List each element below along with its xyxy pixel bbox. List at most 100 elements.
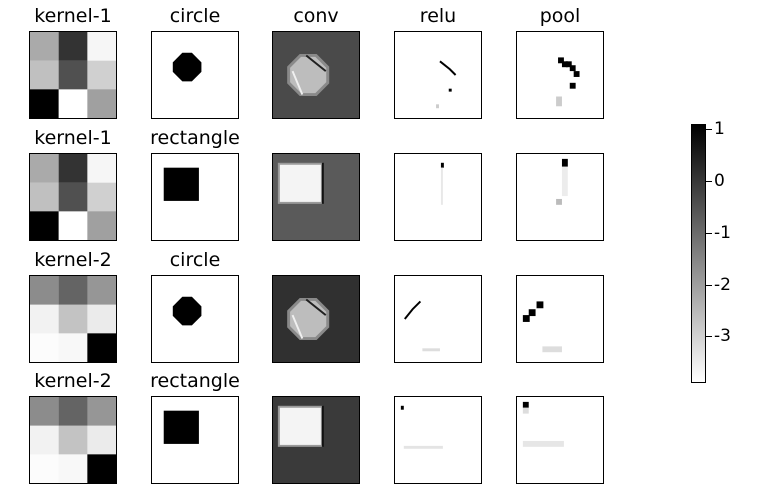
pool-activation bbox=[561, 166, 568, 197]
relu-output-image bbox=[394, 396, 482, 484]
shape-title: rectangle bbox=[150, 370, 240, 392]
edge-highlight bbox=[291, 314, 304, 339]
kernel-pixel bbox=[87, 425, 116, 455]
relu-activation bbox=[422, 348, 440, 352]
kernel-image bbox=[29, 275, 117, 363]
kernel-pixel bbox=[30, 32, 59, 61]
kernel-pixel bbox=[30, 89, 59, 118]
kernel-pixel bbox=[87, 454, 116, 483]
kernel-pixel bbox=[58, 211, 88, 240]
rectangle-shape bbox=[163, 410, 199, 444]
relu-output-image bbox=[394, 153, 482, 241]
column-title-pool: pool bbox=[539, 5, 581, 27]
kernel-pixel bbox=[58, 454, 88, 483]
pool-activation bbox=[522, 401, 529, 408]
kernel-image bbox=[29, 31, 117, 119]
colorbar-tick bbox=[706, 285, 712, 286]
kernel-pixel bbox=[87, 397, 116, 426]
pool-activation bbox=[522, 440, 564, 447]
colorbar bbox=[691, 124, 706, 383]
relu-activation bbox=[400, 405, 404, 410]
kernel-pixel bbox=[30, 454, 59, 483]
shape-title: circle bbox=[169, 5, 221, 27]
colorbar-tick-label: 1 bbox=[714, 119, 725, 139]
conv-output-image bbox=[272, 31, 360, 119]
input-image bbox=[151, 275, 239, 363]
pool-output-image bbox=[516, 275, 604, 363]
pool-activation bbox=[561, 158, 568, 167]
pool-activation bbox=[528, 309, 536, 317]
kernel-pixel bbox=[58, 333, 88, 362]
pool-activation bbox=[536, 301, 544, 309]
kernel-pixel bbox=[30, 333, 59, 362]
relu-activation bbox=[404, 300, 422, 320]
kernel-pixel bbox=[87, 32, 116, 61]
kernel-title: kernel-2 bbox=[34, 370, 112, 392]
colorbar-tick-label: -1 bbox=[714, 223, 731, 243]
colorbar-tick bbox=[706, 233, 712, 234]
kernel-pixel bbox=[87, 89, 116, 118]
pool-activation bbox=[569, 82, 576, 89]
pool-activation bbox=[569, 65, 576, 72]
input-image bbox=[151, 31, 239, 119]
pool-activation bbox=[565, 61, 572, 68]
kernel-pixel bbox=[87, 182, 116, 212]
column-title-conv: conv bbox=[293, 5, 339, 27]
kernel-pixel bbox=[30, 211, 59, 240]
kernel-pixel bbox=[87, 304, 116, 334]
input-image bbox=[151, 396, 239, 484]
kernel-pixel bbox=[87, 333, 116, 362]
column-title-relu: relu bbox=[419, 5, 457, 27]
pool-output-image bbox=[516, 31, 604, 119]
pool-activation bbox=[561, 61, 568, 68]
kernel-pixel bbox=[58, 182, 88, 212]
kernel-title: kernel-1 bbox=[34, 127, 112, 149]
colorbar-tick bbox=[706, 181, 712, 182]
kernel-pixel bbox=[30, 276, 59, 305]
kernel-pixel bbox=[30, 425, 59, 455]
kernel-pixel bbox=[58, 154, 88, 183]
kernel-pixel bbox=[58, 89, 88, 118]
kernel-pixel bbox=[30, 182, 59, 212]
shape-title: circle bbox=[169, 249, 221, 271]
kernel-pixel bbox=[87, 60, 116, 90]
relu-activation bbox=[440, 167, 443, 205]
conv-output-image bbox=[272, 396, 360, 484]
kernel-image bbox=[29, 396, 117, 484]
kernel-pixel bbox=[58, 397, 88, 426]
kernel-pixel bbox=[58, 276, 88, 305]
input-image bbox=[151, 153, 239, 241]
circle-shape bbox=[172, 296, 202, 326]
relu-activation bbox=[439, 60, 457, 76]
relu-activation bbox=[436, 104, 439, 109]
conv-output-image bbox=[272, 275, 360, 363]
relu-activation bbox=[440, 162, 444, 168]
kernel-pixel bbox=[58, 304, 88, 334]
kernel-title: kernel-2 bbox=[34, 249, 112, 271]
pool-output-image bbox=[516, 153, 604, 241]
kernel-pixel bbox=[58, 60, 88, 90]
relu-output-image bbox=[394, 31, 482, 119]
kernel-pixel bbox=[30, 154, 59, 183]
relu-output-image bbox=[394, 275, 482, 363]
colorbar-tick bbox=[706, 129, 712, 130]
kernel-image bbox=[29, 153, 117, 241]
relu-activation bbox=[403, 445, 443, 449]
edge-shadow bbox=[305, 54, 327, 72]
kernel-pixel bbox=[87, 276, 116, 305]
pool-activation bbox=[558, 57, 564, 64]
circle-shape bbox=[172, 52, 202, 82]
kernel-pixel bbox=[58, 425, 88, 455]
edge-highlight bbox=[291, 70, 304, 95]
kernel-pixel bbox=[87, 154, 116, 183]
colorbar-tick bbox=[706, 336, 712, 337]
rectangle-shape bbox=[163, 167, 199, 201]
edge-shadow bbox=[305, 298, 327, 316]
pool-activation bbox=[522, 315, 530, 322]
pool-activation bbox=[542, 346, 562, 353]
relu-activation bbox=[448, 88, 452, 92]
kernel-pixel bbox=[30, 60, 59, 90]
colorbar-tick-label: -3 bbox=[714, 326, 731, 346]
pool-output-image bbox=[516, 396, 604, 484]
colorbar-tick-label: 0 bbox=[714, 171, 725, 191]
